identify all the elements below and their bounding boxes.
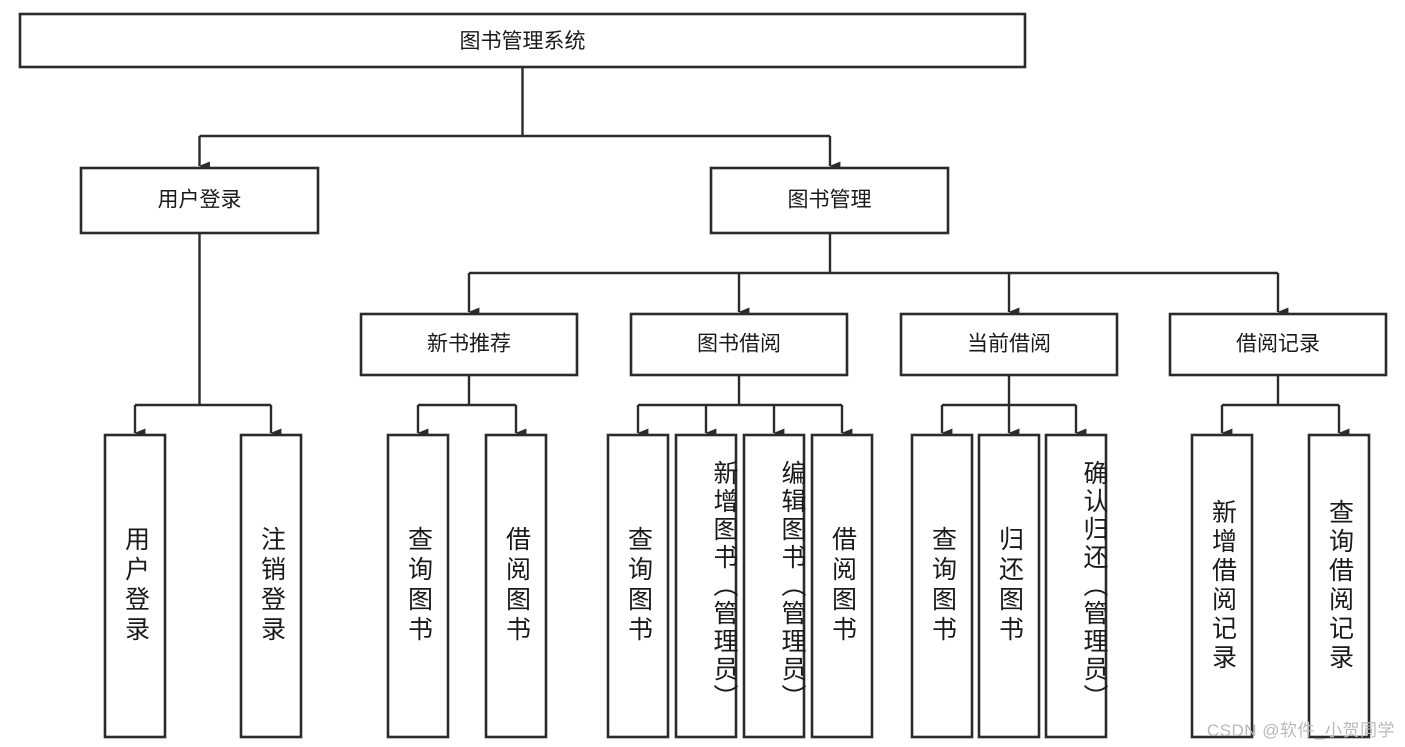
node-leaf-11-box[interactable] bbox=[1044, 433, 1108, 739]
node-current-label: 当前借阅 bbox=[967, 333, 1051, 356]
node-newbook-box[interactable] bbox=[359, 312, 579, 377]
node-leaf-13-label: 查询借阅记录 bbox=[1325, 499, 1354, 673]
node-leaf-3-label: 查询图书 bbox=[404, 526, 433, 646]
node-leaf-2-label: 注销登录 bbox=[257, 526, 286, 646]
node-leaf-6-label: 新增图书（管理员） bbox=[710, 460, 738, 712]
node-leaf-4-label: 借阅图书 bbox=[502, 526, 531, 646]
connector-group-newbook bbox=[416, 375, 527, 438]
node-leaf-13[interactable] bbox=[1307, 433, 1371, 739]
node-leaf-1-label: 用户登录 bbox=[121, 526, 150, 646]
node-login-box[interactable] bbox=[79, 166, 320, 235]
node-leaf-12-label: 新增借阅记录 bbox=[1208, 499, 1237, 673]
node-newbook-label: 新书推荐 bbox=[427, 333, 511, 356]
node-leaf-11[interactable] bbox=[1044, 433, 1108, 739]
connector-group-borrow bbox=[636, 375, 853, 438]
node-leaf-7[interactable] bbox=[742, 433, 806, 739]
node-current[interactable]: 当前借阅 bbox=[899, 312, 1119, 377]
node-leaf-8-label: 借阅图书 bbox=[828, 526, 857, 646]
node-root-box[interactable] bbox=[18, 12, 1027, 69]
connector-group-login bbox=[133, 233, 282, 438]
node-leaf-1-box[interactable] bbox=[103, 433, 167, 739]
node-leaf-4-box[interactable] bbox=[484, 433, 548, 739]
node-borrow[interactable]: 图书借阅 bbox=[629, 312, 849, 377]
node-leaf-9-box[interactable] bbox=[910, 433, 974, 739]
node-leaf-6-box[interactable] bbox=[674, 433, 738, 739]
node-leaf-12[interactable] bbox=[1190, 433, 1254, 739]
node-leaf-1[interactable] bbox=[103, 433, 167, 739]
node-leaf-13-box[interactable] bbox=[1307, 433, 1371, 739]
node-root[interactable]: 图书管理系统 bbox=[18, 12, 1027, 69]
node-borrow-label: 图书借阅 bbox=[697, 333, 781, 356]
node-leaf-2[interactable] bbox=[239, 433, 303, 739]
node-leaf-8[interactable] bbox=[810, 433, 874, 739]
node-leaf-10[interactable] bbox=[977, 433, 1041, 739]
node-leaf-7-box[interactable] bbox=[742, 433, 806, 739]
node-leaf-11-label: 确认归还（管理员） bbox=[1080, 460, 1108, 712]
node-leaf-5-label: 查询图书 bbox=[624, 526, 653, 646]
node-root-label: 图书管理系统 bbox=[460, 30, 586, 53]
node-newbook[interactable]: 新书推荐 bbox=[359, 312, 579, 377]
node-leaf-5[interactable] bbox=[606, 433, 670, 739]
node-leaf-9[interactable] bbox=[910, 433, 974, 739]
node-bookmgmt-box[interactable] bbox=[709, 166, 950, 235]
connector-group-root bbox=[198, 67, 841, 171]
node-leaf-9-label: 查询图书 bbox=[928, 526, 957, 646]
node-bookmgmt-label: 图书管理 bbox=[788, 189, 872, 212]
node-leaf-12-box[interactable] bbox=[1190, 433, 1254, 739]
connector-group-current bbox=[940, 375, 1087, 438]
node-records-label: 借阅记录 bbox=[1236, 333, 1320, 356]
node-leaf-4[interactable] bbox=[484, 433, 548, 739]
node-leaf-7-label: 编辑图书（管理员） bbox=[778, 460, 806, 712]
node-login-label: 用户登录 bbox=[158, 189, 242, 212]
node-borrow-box[interactable] bbox=[629, 312, 849, 377]
node-current-box[interactable] bbox=[899, 312, 1119, 377]
node-leaf-8-box[interactable] bbox=[810, 433, 874, 739]
node-leaf-3[interactable] bbox=[386, 433, 450, 739]
node-leaf-6[interactable] bbox=[674, 433, 738, 739]
node-records[interactable]: 借阅记录 bbox=[1168, 312, 1388, 377]
node-leaf-10-box[interactable] bbox=[977, 433, 1041, 739]
csdn-watermark: CSDN @软件_小贺同学 bbox=[1206, 721, 1395, 740]
node-leaf-10-label: 归还图书 bbox=[995, 526, 1024, 646]
node-leaf-3-box[interactable] bbox=[386, 433, 450, 739]
connector-group-records bbox=[1220, 375, 1350, 438]
node-records-box[interactable] bbox=[1168, 312, 1388, 377]
node-bookmgmt[interactable]: 图书管理 bbox=[709, 166, 950, 235]
node-leaf-2-box[interactable] bbox=[239, 433, 303, 739]
node-leaf-5-box[interactable] bbox=[606, 433, 670, 739]
node-login[interactable]: 用户登录 bbox=[79, 166, 320, 235]
connector-group-bookmgmt bbox=[467, 233, 1289, 317]
